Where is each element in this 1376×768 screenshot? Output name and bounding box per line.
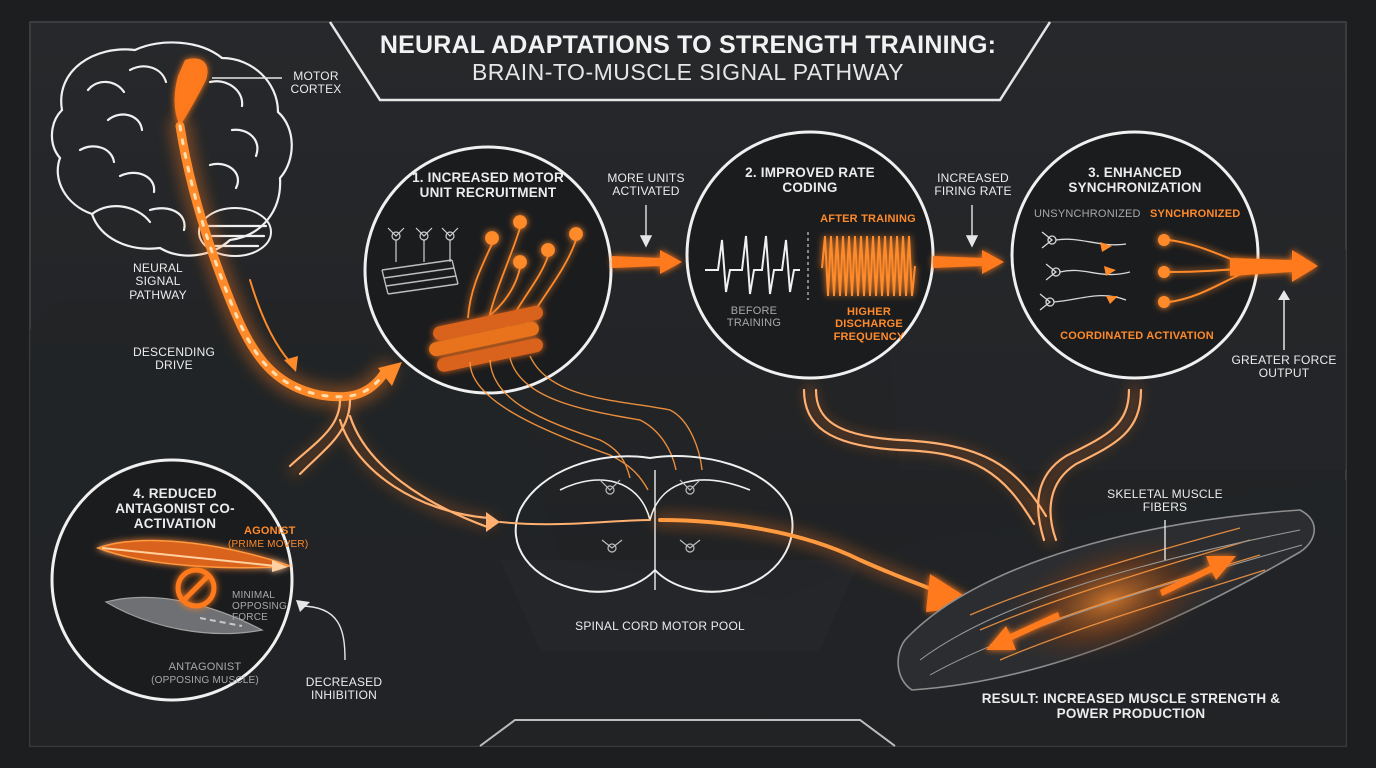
fiber-bundle-active — [429, 305, 543, 372]
title-line2: BRAIN-TO-MUSCLE SIGNAL PATHWAY — [471, 59, 905, 85]
unsynchronized-neurons — [1039, 231, 1131, 311]
connector-tubes — [288, 384, 1143, 546]
before-training-waveform — [705, 235, 800, 295]
inhibition-icon — [175, 567, 217, 609]
label-pointer-arrows — [639, 205, 979, 248]
circle-connector-arrows — [612, 250, 1004, 274]
unsync-arrows — [1100, 242, 1118, 304]
antagonist-muscle — [104, 596, 264, 635]
agonist-label: AGONIST — [244, 525, 296, 537]
decreased-inhibition-leader — [299, 605, 346, 661]
bottom-frame — [479, 719, 896, 747]
title-frame — [328, 21, 1052, 102]
spinal-cord-label: SPINAL CORD MOTOR POOL — [575, 619, 745, 633]
minimal-opposing-force-label: MINIMAL OPPOSING FORCE — [232, 590, 287, 624]
after-training-label: AFTER TRAINING — [820, 213, 916, 225]
skeletal-muscle-label: SKELETAL MUSCLE FIBERS — [1107, 487, 1223, 515]
more-units-activated-label: MORE UNITS ACTIVATED — [607, 171, 685, 199]
step3-circle — [1010, 130, 1318, 380]
step4-heading: 4. REDUCED ANTAGONIST CO-ACTIVATION — [115, 486, 235, 532]
antagonist-label: ANTAGONIST — [168, 661, 242, 673]
step1-circle — [363, 145, 703, 491]
coordinated-activation-label: COORDINATED ACTIVATION — [1060, 330, 1214, 342]
brain-illustration — [50, 41, 293, 257]
step2-circle — [685, 130, 935, 380]
result-label: RESULT: INCREASED MUSCLE STRENGTH & POWE… — [981, 691, 1281, 722]
step2-heading: 2. IMPROVED RATE CODING — [745, 165, 875, 196]
neural-signal-pathway-label: NEURAL SIGNAL PATHWAY — [129, 261, 187, 302]
agonist-sub-label: (PRIME MOVER) — [228, 539, 309, 550]
unsynchronized-label: UNSYNCHRONIZED — [1034, 208, 1141, 220]
increased-firing-rate-label: INCREASED FIRING RATE — [934, 171, 1012, 199]
descending-drive-label: DESCENDING DRIVE — [132, 345, 215, 373]
fiber-bundle-small — [381, 259, 459, 295]
before-training-label: BEFORE TRAINING — [726, 305, 782, 330]
title-line1: NEURAL ADAPTATIONS TO STRENGTH TRAINING: — [379, 31, 997, 59]
decreased-inhibition-label: DECREASED INHIBITION — [305, 675, 383, 703]
force-output-arrow — [1230, 250, 1318, 282]
skeletal-muscle — [897, 509, 1315, 691]
motor-cortex-highlight — [174, 58, 208, 126]
antagonist-sub-label: (OPPOSING MUSCLE) — [151, 675, 259, 686]
neurons-small — [387, 227, 459, 262]
neurons-active — [467, 215, 583, 335]
greater-force-output-label: GREATER FORCE OUTPUT — [1231, 353, 1337, 381]
muscle-force-arrows — [986, 556, 1236, 650]
step1-heading: 1. INCREASED MOTOR UNIT RECRUITMENT — [412, 170, 564, 201]
motor-cortex-label: MOTOR CORTEX — [290, 69, 342, 97]
after-training-waveform — [821, 235, 916, 297]
step3-heading: 3. ENHANCED SYNCHRONIZATION — [1068, 165, 1202, 196]
higher-discharge-frequency-label: HIGHER DISCHARGE FREQUENCY — [833, 306, 905, 343]
synchronized-label: SYNCHRONIZED — [1150, 208, 1241, 220]
step4-circle — [50, 458, 346, 702]
agonist-muscle — [95, 539, 291, 572]
step1-descending-axons — [469, 355, 703, 491]
